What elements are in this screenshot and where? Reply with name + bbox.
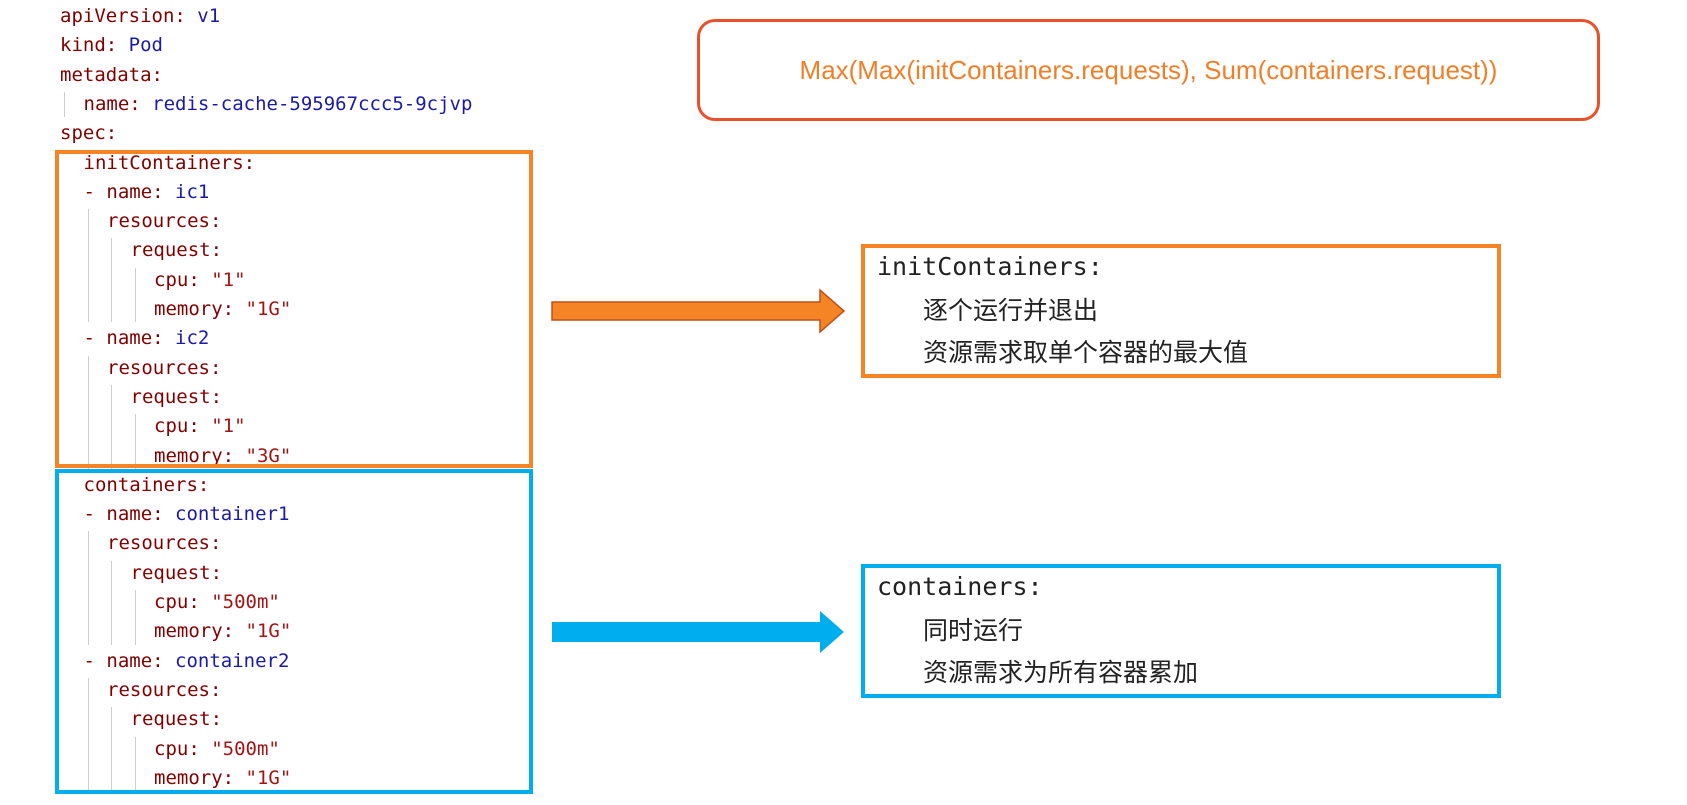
yaml-value: ic2 [175, 327, 210, 350]
indent-guide [111, 560, 112, 645]
yaml-key: metadata: [60, 63, 163, 86]
yaml-key: request: [130, 385, 223, 408]
yaml-key: memory: [154, 766, 246, 789]
yaml-key: kind: [60, 34, 129, 57]
yaml-key: memory: [154, 444, 246, 467]
init-arrow-shape [551, 288, 846, 334]
yaml-string-value: "1G" [245, 620, 292, 643]
yaml-line: metadata: [60, 61, 163, 90]
indent-guide [134, 590, 136, 645]
yaml-key: initContainers: [83, 151, 256, 174]
yaml-line: cpu: "500m" [154, 588, 280, 617]
yaml-line: resources: [107, 676, 221, 705]
yaml-key: - name: [83, 327, 176, 350]
yaml-key: cpu: [154, 737, 212, 760]
yaml-line: spec: [60, 119, 117, 148]
indent-guide [134, 736, 136, 792]
yaml-line: cpu: "500m" [154, 735, 280, 764]
formula-text: Max(Max(initContainers.requests), Sum(co… [799, 54, 1498, 85]
containers-arrow-shape [552, 611, 844, 653]
indent-guide [111, 707, 112, 792]
init-containers-highlight [55, 150, 533, 468]
yaml-key: cpu: [154, 591, 212, 613]
yaml-line: apiVersion: v1 [60, 2, 220, 31]
yaml-line: request: [131, 236, 223, 265]
yaml-line: - name: ic2 [84, 324, 210, 353]
yaml-key: resources: [107, 678, 222, 701]
indent-guide [134, 267, 136, 323]
yaml-line: containers: [84, 471, 210, 500]
formula-box: Max(Max(initContainers.requests), Sum(co… [697, 19, 1600, 121]
yaml-key: resources: [107, 532, 222, 555]
containers-desc-line-1: 同时运行 [923, 616, 1024, 645]
yaml-key: resources: [107, 356, 222, 379]
yaml-key: memory: [154, 620, 246, 643]
indent-guide [111, 384, 112, 469]
yaml-line: request: [131, 383, 223, 412]
containers-description: containers: 同时运行 资源需求为所有容器累加 [861, 564, 1501, 698]
containers-desc-title: containers: [877, 572, 1043, 601]
yaml-line: resources: [107, 529, 221, 558]
indent-guide [87, 677, 89, 792]
yaml-string-value: "500m" [211, 737, 280, 760]
containers-highlight [55, 469, 533, 794]
yaml-line: - name: ic1 [84, 178, 210, 207]
yaml-line: request: [131, 705, 223, 734]
yaml-key: request: [130, 239, 223, 262]
yaml-line: - name: container2 [84, 647, 290, 676]
yaml-value: ic1 [175, 180, 210, 203]
yaml-string-value: "1" [211, 268, 246, 291]
yaml-line: memory: "1G" [154, 295, 291, 324]
yaml-line: initContainers: [84, 149, 256, 178]
yaml-key: - name: [83, 649, 176, 672]
yaml-string-value: "1G" [245, 766, 292, 789]
indent-guide [111, 238, 112, 323]
yaml-line: cpu: "1" [154, 412, 246, 441]
yaml-key: name: [83, 92, 153, 115]
yaml-value: v1 [197, 5, 221, 27]
yaml-key: apiVersion: [60, 5, 198, 27]
yaml-line: memory: "1G" [154, 764, 291, 793]
containers-desc-line-2: 资源需求为所有容器累加 [923, 658, 1199, 687]
yaml-line: cpu: "1" [154, 266, 246, 295]
init-containers-description: initContainers: 逐个运行并退出 资源需求取单个容器的最大值 [861, 244, 1501, 378]
init-arrow [551, 288, 846, 334]
indent-guide [134, 414, 136, 469]
yaml-key: - name: [83, 180, 176, 203]
yaml-line: resources: [107, 354, 221, 383]
yaml-key: cpu: [154, 415, 212, 438]
yaml-key: memory: [154, 298, 246, 320]
init-desc-line-1: 逐个运行并退出 [923, 296, 1099, 325]
yaml-string-value: "3G" [245, 444, 292, 467]
init-desc-line-2: 资源需求取单个容器的最大值 [923, 338, 1249, 367]
yaml-key: - name: [83, 503, 176, 526]
yaml-key: resources: [107, 210, 222, 233]
yaml-string-value: "1" [211, 415, 246, 438]
yaml-line: request: [131, 559, 223, 588]
yaml-key: request: [130, 561, 223, 584]
init-desc-title: initContainers: [877, 252, 1103, 281]
yaml-line: memory: "1G" [154, 617, 291, 646]
yaml-key: cpu: [154, 268, 212, 291]
yaml-key: containers: [83, 473, 210, 496]
indent-guide [87, 209, 89, 323]
indent-guide [87, 355, 89, 469]
yaml-value: Pod [128, 34, 163, 57]
yaml-line: name: redis-cache-595967ccc5-9cjvp [84, 90, 473, 119]
yaml-value: container1 [175, 503, 290, 526]
yaml-string-value: "500m" [211, 591, 280, 613]
containers-arrow [552, 611, 844, 653]
yaml-key: spec: [60, 122, 118, 145]
yaml-line: memory: "3G" [154, 442, 291, 471]
yaml-string-value: "1G" [245, 298, 292, 320]
yaml-value: redis-cache-595967ccc5-9cjvp [152, 92, 473, 115]
yaml-line: resources: [107, 207, 221, 236]
yaml-value: container2 [175, 649, 290, 672]
yaml-line: - name: container1 [84, 500, 290, 529]
yaml-key: request: [130, 708, 223, 731]
yaml-line: kind: Pod [60, 31, 163, 60]
indent-guide [87, 531, 89, 645]
indent-guide [64, 91, 65, 118]
